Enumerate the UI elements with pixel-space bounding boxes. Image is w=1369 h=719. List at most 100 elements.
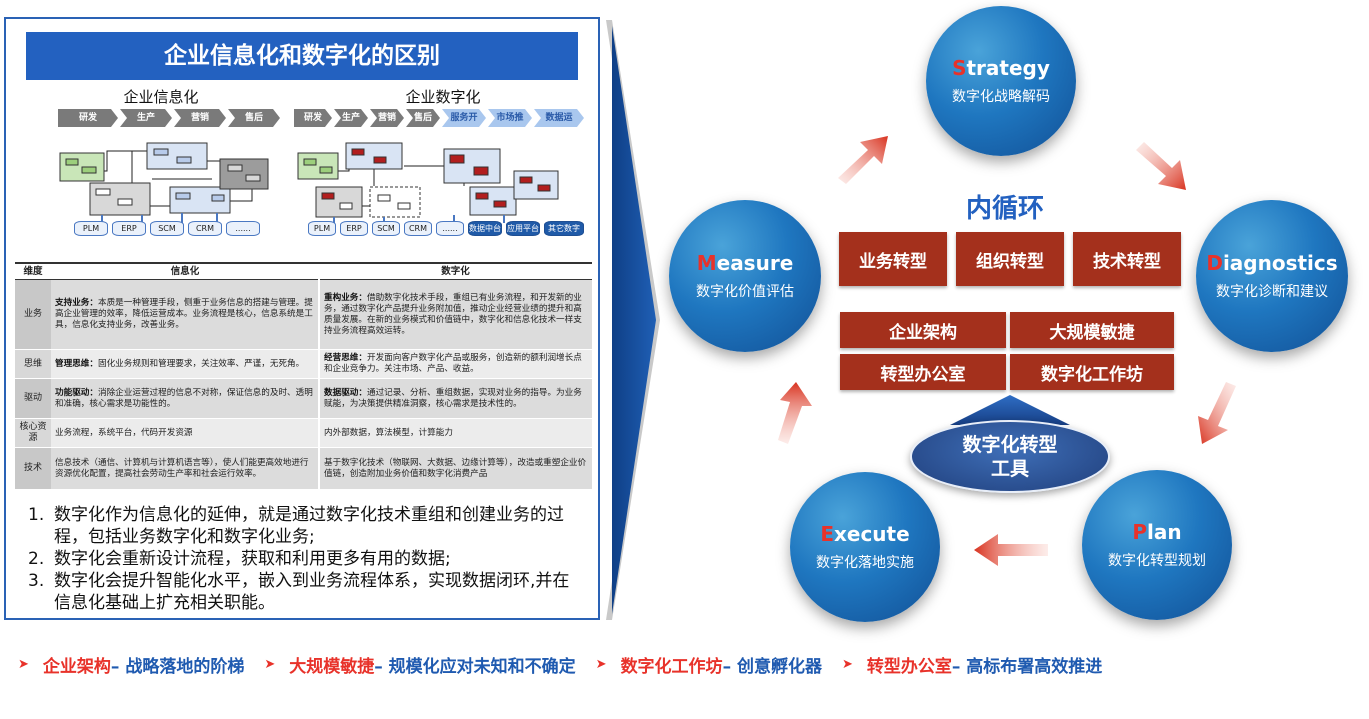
cycle-arrow-icon [778, 382, 812, 444]
cycle-arrow-icon [838, 136, 888, 184]
database-icon: SCM [372, 221, 400, 236]
transform-box-technology: 技术转型 [1073, 232, 1181, 286]
cell-keyword: 管理思维： [55, 358, 98, 369]
pillar-digital-workshop: 数字化工作坊 [1010, 354, 1174, 390]
database-icon: ERP [112, 221, 146, 236]
database-icon: 数据中台 [468, 221, 502, 236]
list-item: 3.数字化会提升智能化水平，嵌入到业务流程体系，实现数据闭环,并在信息化基础上扩… [28, 570, 583, 614]
list-item: ➤大规模敏捷 – 规模化应对未知和不确定 [264, 656, 576, 677]
cell-text: 本质是一种管理手段，侧重于业务信息的搭建与管理。提高企业管理的效率，降低运营成本… [55, 298, 313, 330]
cell-text: 基于数字化技术（物联网、大数据、边缘计算等），改造或重塑企业价值链，创造附加业务… [324, 457, 587, 479]
digital-value-chain: 研发 生产 营销 售后 服务开发 市场推广 数据运营 [294, 109, 586, 127]
list-item: 2.数字化会重新设计流程，获取和利用更多有用的数据; [28, 549, 451, 569]
panel-title: 企业信息化和数字化的区别 [26, 32, 578, 80]
database-icon: PLM [74, 221, 108, 236]
note-text: 数字化会重新设计流程，获取和利用更多有用的数据; [54, 549, 451, 569]
chain-step-extra: 服务开发 [442, 109, 486, 127]
database-icon: 其它数字平台 [544, 221, 584, 246]
arrow-bullet-icon: ➤ [264, 656, 276, 672]
database-icon: CRM [188, 221, 222, 236]
database-icon: 应用平台 [506, 221, 540, 236]
tool-pointer-icon [950, 395, 1070, 425]
database-icon: PLM [308, 221, 336, 236]
digital-system-illustration [294, 131, 564, 223]
database-icon: SCM [150, 221, 184, 236]
diagnostics-circle: Diagnostics 数字化诊断和建议 [1196, 200, 1348, 352]
arrow-bullet-icon: ➤ [18, 656, 29, 672]
cell-text: 通过记录、分析、重组数据，实现对业务的指导。为业务赋能，为决策提供精准洞察，核心… [324, 387, 582, 409]
digital-system-databases: PLM ERP SCM CRM ...... 数据中台 应用平台 其它数字平台 [308, 221, 588, 246]
table-row: 技术 信息技术（通信、计算机与计算机语言等），使人们能更高效地进行资源优化配置，… [15, 447, 592, 490]
cycle-arrow-icon [1198, 382, 1236, 444]
table-header: 信息化 [51, 262, 319, 280]
table-row: 核心资源 业务流程，系统平台，代码开发资源 内外部数据，算法模型，计算能力 [15, 418, 592, 448]
note-text: 数字化作为信息化的延伸，就是通过数字化技术重组和创建业务的过程，包括业务数字化和… [54, 505, 564, 547]
list-item: ➤企业架构 – 战略落地的阶梯 [18, 656, 245, 677]
chain-step: 营销 [174, 109, 226, 127]
inner-loop-title: 内循环 [965, 194, 1044, 224]
table-row: 驱动 功能驱动：消除企业运营过程的信息不对称，保证信息的及时、透明和准确，核心需… [15, 378, 592, 419]
list-item: ➤数字化工作坊 – 创意孵化器 [595, 656, 822, 677]
arrow-bullet-icon: ➤ [595, 656, 607, 672]
pillar-scaled-agile: 大规模敏捷 [1010, 312, 1174, 348]
transform-box-organization: 组织转型 [956, 232, 1064, 286]
row-dimension: 业务 [15, 279, 51, 350]
table-header-row: 维度 信息化 数字化 [15, 262, 592, 280]
chain-step-extra: 市场推广 [488, 109, 532, 127]
measure-circle: Measure 数字化价值评估 [669, 200, 821, 352]
cell-keyword: 数据驱动： [324, 387, 367, 398]
cell-text: 固化业务规则和管理要求，关注效率、严谨，无死角。 [97, 358, 305, 369]
database-icon: ...... [436, 221, 464, 236]
plan-circle: Plan 数字化转型规划 [1082, 470, 1232, 620]
database-icon: ERP [340, 221, 368, 236]
chain-step: 研发 [294, 109, 332, 127]
chain-step: 售后 [406, 109, 440, 127]
pillar-enterprise-architecture: 企业架构 [840, 312, 1006, 348]
comparison-panel: 企业信息化和数字化的区别 企业信息化 企业数字化 研发 生产 营销 售后 研发 … [4, 17, 600, 620]
row-dimension: 技术 [15, 447, 51, 490]
chain-step: 生产 [120, 109, 172, 127]
info-system-illustration [52, 131, 282, 223]
cell-text: 开发面向客户数字化产品或服务，创造新的额利润增长点和企业竞争力。关注市场、产品、… [324, 353, 582, 374]
cell-keyword: 支持业务： [55, 298, 98, 308]
info-value-chain: 研发 生产 营销 售后 [58, 109, 282, 127]
cell-text: 业务流程，系统平台，代码开发资源 [55, 427, 193, 438]
row-dimension: 核心资源 [15, 418, 51, 448]
chain-step: 生产 [334, 109, 368, 127]
row-dimension: 驱动 [15, 378, 51, 419]
transition-arrow-icon [604, 20, 664, 624]
table-row: 思维 管理思维：固化业务规则和管理要求，关注效率、严谨，无死角。 经营思维：开发… [15, 349, 592, 379]
transform-box-business: 业务转型 [839, 232, 947, 286]
table-header: 数字化 [319, 262, 592, 280]
cycle-arrow-icon [974, 534, 1048, 566]
cell-text: 借助数字化技术手段，重组已有业务流程，和开发新的业务，通过数字化产品提升业务附加… [324, 292, 582, 336]
note-text: 数字化会提升智能化水平，嵌入到业务流程体系，实现数据闭环,并在信息化基础上扩充相… [54, 571, 570, 613]
execute-circle: Execute 数字化落地实施 [790, 472, 940, 622]
cycle-arrow-icon [1136, 142, 1186, 190]
digital-column-heading: 企业数字化 [405, 88, 481, 106]
chain-step: 售后 [228, 109, 280, 127]
cell-text: 信息技术（通信、计算机与计算机语言等），使人们能更高效地进行资源优化配置，提高社… [55, 457, 309, 479]
row-dimension: 思维 [15, 349, 51, 379]
info-system-databases: PLM ERP SCM CRM ...... [74, 221, 264, 237]
bottom-summary: ➤企业架构 – 战略落地的阶梯 ➤大规模敏捷 – 规模化应对未知和不确定 ➤数字… [18, 651, 1358, 677]
chain-step: 研发 [58, 109, 118, 127]
list-item: 1.数字化作为信息化的延伸，就是通过数字化技术重组和创建业务的过程，包括业务数字… [28, 504, 583, 548]
arrow-bullet-icon: ➤ [841, 656, 853, 672]
summary-notes: 1.数字化作为信息化的延伸，就是通过数字化技术重组和创建业务的过程，包括业务数字… [28, 504, 583, 614]
cell-keyword: 经营思维： [324, 353, 367, 363]
cell-text: 消除企业运营过程的信息不对称，保证信息的及时、透明和准确，核心需求是功能性的。 [55, 387, 313, 409]
cell-keyword: 功能驱动： [55, 387, 98, 398]
database-icon: ...... [226, 221, 260, 236]
pillar-transformation-office: 转型办公室 [840, 354, 1006, 390]
list-item: ➤转型办公室 – 高标布署高效推进 [841, 656, 1103, 677]
database-icon: CRM [404, 221, 432, 236]
cell-keyword: 重构业务： [324, 292, 367, 303]
table-header: 维度 [15, 262, 51, 280]
chain-step: 营销 [370, 109, 404, 127]
strategy-circle: Strategy 数字化战略解码 [926, 6, 1076, 156]
chain-step-extra: 数据运营 [534, 109, 584, 127]
info-column-heading: 企业信息化 [123, 88, 199, 106]
cell-text: 内外部数据，算法模型，计算能力 [324, 427, 453, 438]
